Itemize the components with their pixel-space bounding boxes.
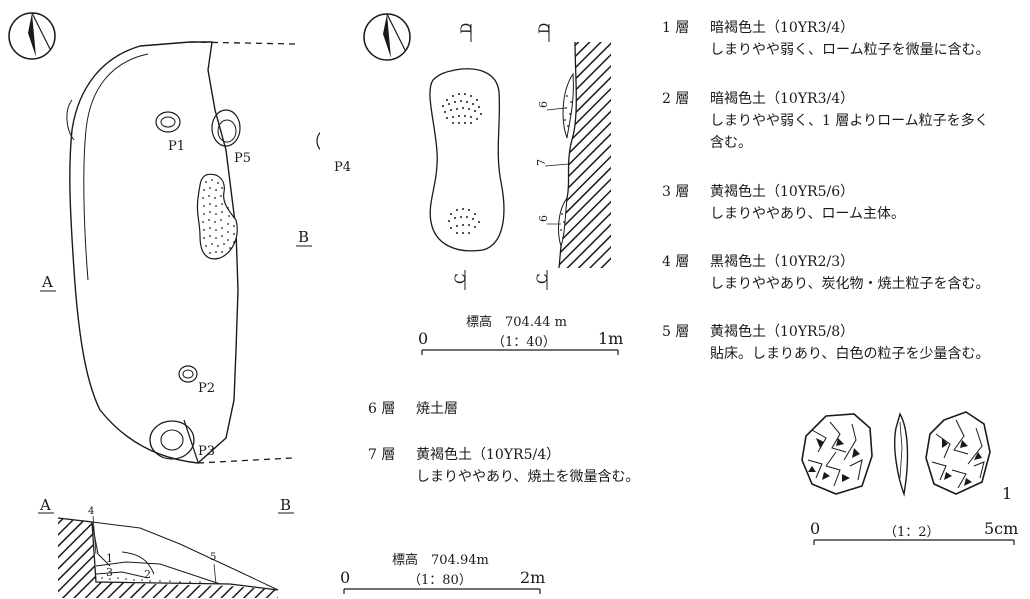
pit-outline [69,41,239,464]
scale-hearth-ratio: （1：40） [492,335,556,350]
burnt-soil-dots [202,179,235,254]
label-a: A [41,273,53,291]
artifact-back-view [925,411,991,495]
hearth-layer-7: 7 [535,159,548,166]
section-label-b: B [280,496,291,514]
section-layer-2: 2 [144,568,151,581]
pit-layer-2-desc-cont: 含む。 [710,135,752,151]
pit-layer-1-name: 暗褐色土（10YR3/4） [710,20,855,36]
scale-large-bar [343,588,541,594]
hearth-layer-7-entry: 7 層 黄褐色土（10YR5/4） しまりややあり、焼土を微量含む。 [368,444,639,488]
section-layer-4: 4 [88,506,94,517]
pit-layer-1-num: 1 層 [662,20,690,36]
scale-artifact-end: 5cm [984,519,1019,538]
section-ab-drawing: A B 4 1 3 2 5 [38,496,294,598]
pit-layer-1-entry: 1 層 暗褐色土（10YR3/4） しまりやや弱く、ローム粒子を微量に含む。 [662,17,990,61]
pit-layer-1-desc: しまりやや弱く、ローム粒子を微量に含む。 [710,42,990,58]
hearth-section-label-d: D [537,23,553,34]
pit-layer-3-name: 黄褐色土（10YR5/6） [710,184,855,200]
label-b: B [298,228,309,246]
hearth-layer-7-num: 7 層 [368,447,396,463]
posthole-p5 [211,109,241,147]
pit-layer-4-desc: しまりややあり、炭化物・焼土粒子を含む。 [710,276,990,292]
pit-layer-5-name: 黄褐色土（10YR5/8） [710,324,855,340]
hearth-burnt-area-top [442,93,482,124]
scale-artifact-ratio: （1：2） [884,525,940,540]
section-layer-5: 5 [210,552,216,563]
burnt-soil-patch [196,173,238,260]
label-p5: P5 [234,151,251,166]
hearth-layer-7-name: 黄褐色土（10YR5/4） [416,447,561,463]
hearth-layer-7-desc: しまりややあり、焼土を微量含む。 [416,469,640,485]
north-arrow-icon [363,13,411,61]
pit-layer-4-name: 黒褐色土（10YR2/3） [710,254,855,270]
stone-tool-drawing [801,411,991,497]
pit-layer-4-num: 4 層 [662,254,690,270]
hearth-burnt-area-bottom [448,208,480,234]
scale-hearth-elevation: 標高 704.44 m [466,315,567,330]
scale-artifact-bar [813,539,1015,545]
pit-layer-5-num: 5 層 [662,324,690,340]
artifact-side-view [894,412,909,497]
pit-layer-5-entry: 5 層 黄褐色土（10YR5/8） 貼床。しまりあり、白色の粒子を少量含む。 [662,321,989,365]
hearth-layer-6-num: 6 層 [368,401,396,417]
pit-plan-drawing: P1 P5 P2 P3 A B [40,41,320,464]
posthole-p2 [178,365,198,383]
section-layer-3: 3 [106,566,113,579]
scale-hearth-end: 1m [598,329,624,348]
hearth-label-c: C [453,273,469,284]
posthole-p3 [149,420,195,460]
posthole-p4 [316,131,320,151]
posthole-p1 [155,111,181,133]
label-p3: P3 [198,444,215,459]
label-p4: P4 [334,160,352,175]
artifact-number: 1 [1002,484,1013,503]
scale-large-elevation: 標高 704.94m [392,553,489,568]
label-p1: P1 [168,139,185,154]
hearth-section-label-c: C [535,273,551,284]
pit-layer-3-num: 3 層 [662,184,690,200]
scale-artifact-start: 0 [810,519,821,538]
scale-hearth-start: 0 [418,329,429,348]
pit-layer-2-desc: しまりやや弱く、1 層よりローム粒子を多く [710,113,989,129]
scale-large-start: 0 [340,568,351,587]
label-p2: P2 [198,381,215,396]
hearth-layer-6-entry: 6 層 焼土層 [368,398,458,420]
north-arrow-icon [8,12,56,60]
section-layer-1: 1 [106,552,113,565]
pit-layer-2-entry: 2 層 暗褐色土（10YR3/4） しまりやや弱く、1 層よりローム粒子を多く 含… [662,88,989,154]
hearth-layer-6b: 6 [537,215,550,222]
pit-layer-4-entry: 4 層 黒褐色土（10YR2/3） しまりややあり、炭化物・焼土粒子を含む。 [662,251,989,295]
scale-large-ratio: （1：80） [408,573,472,588]
hearth-label-d: D [459,23,475,34]
hearth-outline [429,68,505,252]
scale-hearth-bar [421,349,619,355]
hearth-drawing: D C D C 6 7 6 [429,23,611,290]
pit-layer-3-desc: しまりややあり、ローム主体。 [710,206,906,222]
pit-layer-2-num: 2 層 [662,91,690,107]
artifact-front-view [801,413,873,495]
section-label-a: A [39,496,51,514]
hearth-layer-6a: 6 [537,101,550,108]
pit-layer-3-entry: 3 層 黄褐色土（10YR5/6） しまりややあり、ローム主体。 [662,181,905,225]
pit-layer-5-desc: 貼床。しまりあり、白色の粒子を少量含む。 [710,346,990,362]
pit-layer-2-name: 暗褐色土（10YR3/4） [710,91,855,107]
scale-large-end: 2m [520,568,546,587]
hearth-layer-6-name: 焼土層 [416,401,458,417]
